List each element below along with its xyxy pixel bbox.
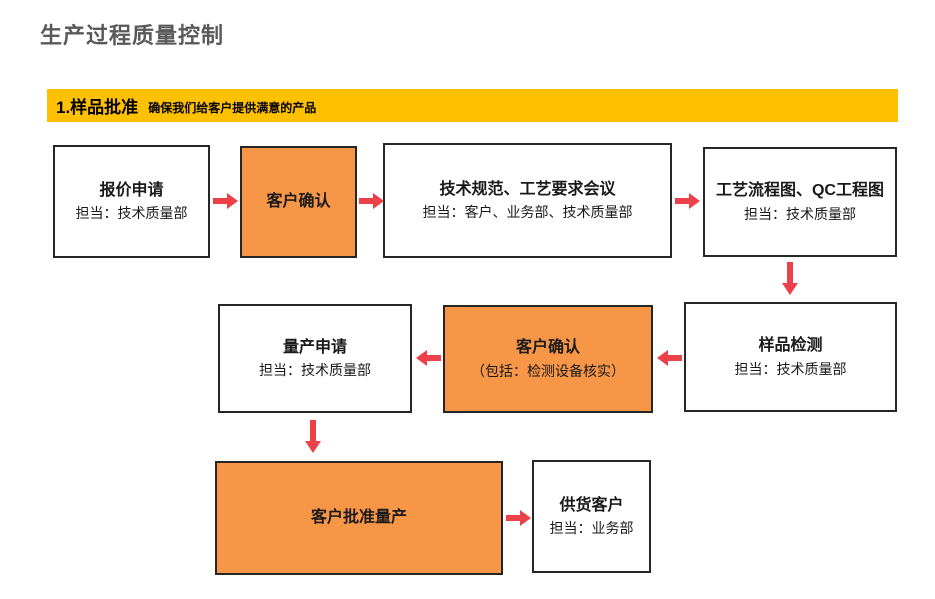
node-title: 客户确认 bbox=[266, 193, 331, 211]
node-subtitle: 担当：客户、业务部、技术质量部 bbox=[422, 204, 633, 221]
section-banner: 1.样品批准 确保我们给客户提供满意的产品 bbox=[47, 89, 898, 122]
flow-node-spec-meeting: 技术规范、工艺要求会议 担当：客户、业务部、技术质量部 bbox=[383, 143, 672, 258]
arrow-right-icon bbox=[506, 510, 531, 526]
flow-node-customer-approve-mp: 客户批准量产 bbox=[215, 461, 503, 575]
node-subtitle: 担当：技术质量部 bbox=[734, 360, 847, 377]
node-title: 供货客户 bbox=[559, 496, 624, 514]
flow-node-customer-confirm-1: 客户确认 bbox=[240, 146, 357, 258]
node-subtitle: 担当：技术质量部 bbox=[744, 205, 856, 222]
flow-node-mass-production-apply: 量产申请 担当：技术质量部 bbox=[218, 304, 412, 413]
arrow-right-icon bbox=[213, 193, 238, 209]
node-title: 客户确认 bbox=[515, 339, 580, 356]
node-title: 报价申请 bbox=[99, 181, 164, 199]
node-title: 量产申请 bbox=[282, 338, 347, 356]
flow-node-quote-request: 报价申请 担当：技术质量部 bbox=[53, 145, 210, 258]
arrow-right-icon bbox=[359, 193, 384, 209]
flow-node-supply-customer: 供货客户 担当：业务部 bbox=[532, 460, 651, 573]
arrow-left-icon bbox=[416, 350, 441, 366]
flow-node-sample-testing: 样品检测 担当：技术质量部 bbox=[684, 302, 897, 412]
node-subtitle: （包括：检测设备核实） bbox=[471, 362, 625, 379]
section-description: 确保我们给客户提供满意的产品 bbox=[148, 100, 317, 115]
section-heading: 1.样品批准 bbox=[56, 98, 139, 117]
arrow-left-icon bbox=[657, 350, 682, 366]
node-title: 样品检测 bbox=[758, 337, 823, 354]
flow-node-process-flow-qc: 工艺流程图、QC工程图 担当：技术质量部 bbox=[703, 147, 897, 257]
node-title: 技术规范、工艺要求会议 bbox=[439, 180, 616, 198]
node-subtitle: 担当：业务部 bbox=[549, 520, 634, 537]
arrow-down-icon bbox=[305, 420, 321, 453]
node-subtitle: 担当：技术质量部 bbox=[75, 205, 188, 222]
node-title: 工艺流程图、QC工程图 bbox=[715, 182, 884, 199]
node-subtitle: 担当：技术质量部 bbox=[259, 362, 371, 379]
arrow-right-icon bbox=[675, 193, 700, 209]
node-title: 客户批准量产 bbox=[310, 509, 407, 527]
page-title: 生产过程质量控制 bbox=[40, 23, 225, 48]
flow-node-customer-confirm-2: 客户确认 （包括：检测设备核实） bbox=[443, 305, 653, 413]
arrow-down-icon bbox=[782, 262, 798, 295]
